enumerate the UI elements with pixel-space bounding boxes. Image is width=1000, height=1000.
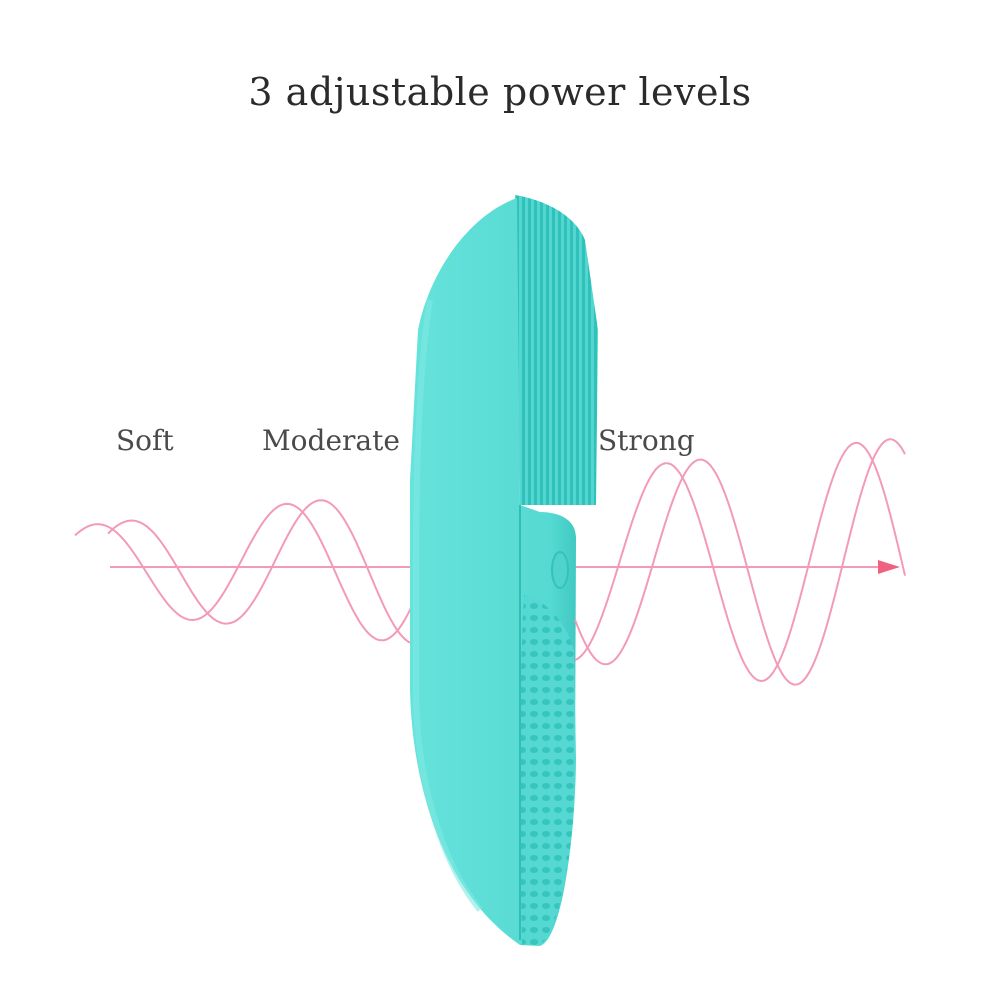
arrow-head-icon xyxy=(878,560,900,574)
cleansing-brush-device xyxy=(410,195,598,946)
level-label-soft: Soft xyxy=(116,424,174,457)
level-label-strong: Strong xyxy=(598,424,695,457)
bristle-strip xyxy=(515,195,598,505)
level-label-moderate: Moderate xyxy=(262,424,400,457)
wave-line xyxy=(574,441,906,683)
wave-line xyxy=(74,502,415,642)
power-button[interactable] xyxy=(551,551,569,589)
textured-pad xyxy=(520,595,576,945)
wave-line xyxy=(107,499,415,645)
wave-line xyxy=(574,438,906,686)
headline: 3 adjustable power levels xyxy=(248,70,752,114)
